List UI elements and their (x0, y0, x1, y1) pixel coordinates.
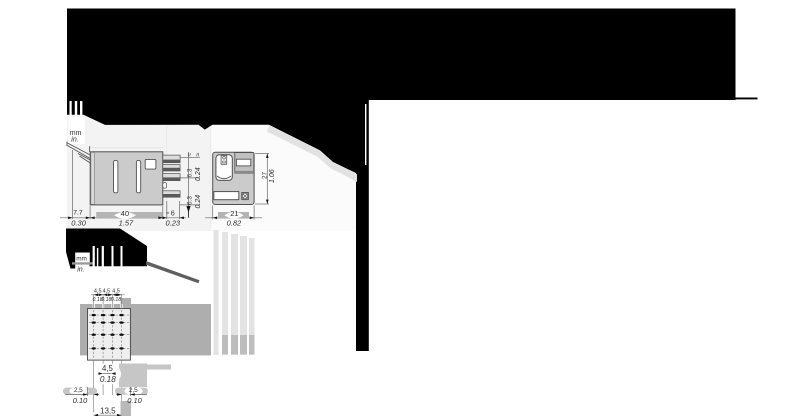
svg-text:27: 27 (261, 171, 268, 179)
svg-text:1.06: 1.06 (269, 169, 276, 183)
svg-text:1.57: 1.57 (119, 218, 134, 227)
svg-text:0.10: 0.10 (127, 396, 142, 405)
svg-text:4,5: 4,5 (102, 364, 114, 373)
svg-text:0.18: 0.18 (100, 375, 116, 384)
svg-text:0.82: 0.82 (227, 219, 242, 228)
svg-text:21: 21 (230, 209, 238, 218)
svg-text:0.18: 0.18 (101, 297, 111, 303)
svg-text:mm: mm (76, 255, 87, 262)
svg-text:0.30: 0.30 (71, 218, 86, 227)
svg-text:0.24: 0.24 (195, 167, 202, 181)
svg-text:0.10: 0.10 (73, 396, 88, 405)
svg-text:2,5: 2,5 (129, 387, 138, 394)
svg-text:4,5: 4,5 (102, 288, 110, 294)
svg-text:40: 40 (121, 209, 129, 218)
svg-text:0.24: 0.24 (195, 195, 202, 209)
svg-text:6: 6 (171, 209, 175, 218)
svg-text:2,5: 2,5 (74, 387, 83, 394)
svg-text:13,5: 13,5 (100, 406, 116, 415)
svg-text:mm: mm (70, 130, 82, 137)
svg-text:6.3: 6.3 (186, 168, 193, 177)
svg-text:≈: ≈ (195, 153, 202, 157)
svg-text:7.7: 7.7 (73, 210, 83, 217)
svg-text:4,5: 4,5 (94, 288, 102, 294)
svg-text:0.18: 0.18 (93, 297, 103, 303)
svg-text:in.: in. (71, 136, 78, 143)
svg-text:0.23: 0.23 (166, 218, 181, 227)
svg-text:0.18: 0.18 (111, 297, 121, 303)
svg-text:in.: in. (77, 267, 84, 274)
svg-text:6.3: 6.3 (186, 196, 193, 205)
svg-text:≈: ≈ (166, 211, 169, 217)
svg-text:≈: ≈ (186, 153, 193, 157)
svg-text:4,5: 4,5 (112, 288, 120, 294)
